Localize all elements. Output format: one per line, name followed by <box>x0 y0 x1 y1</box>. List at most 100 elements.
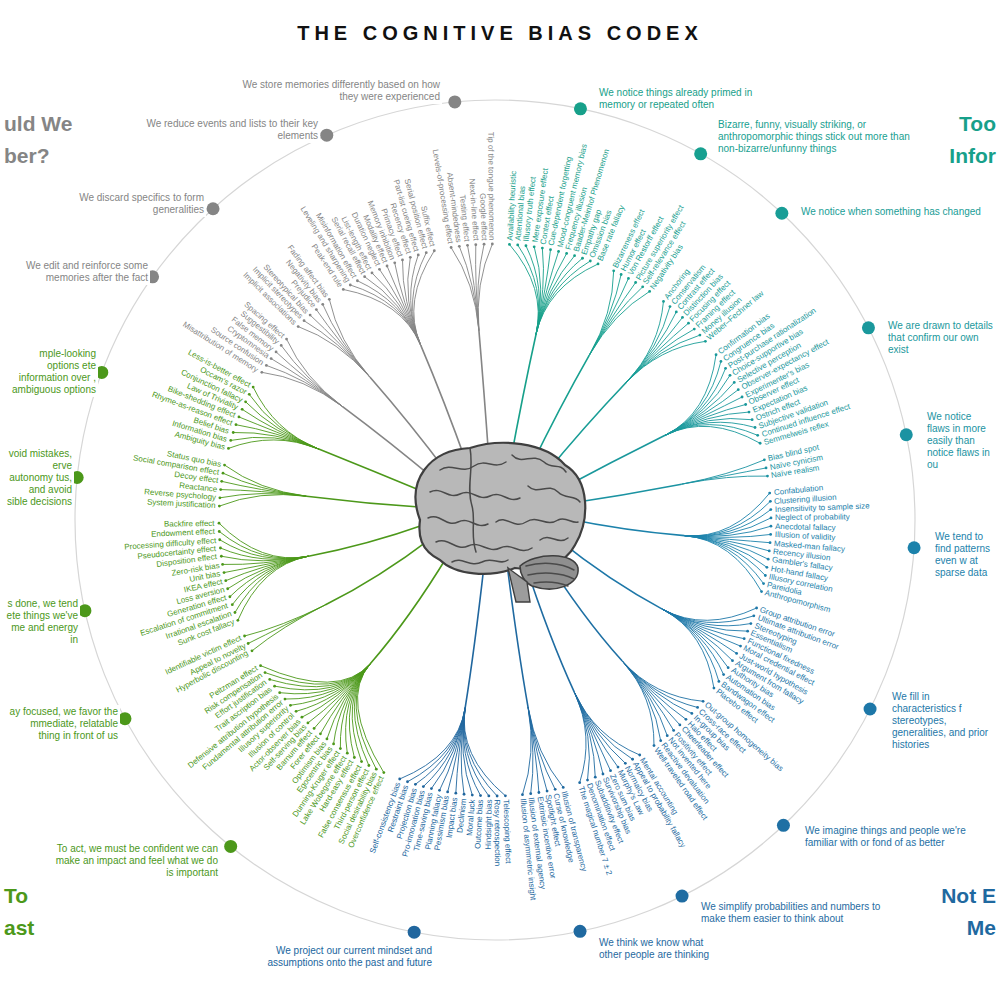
bias-dot <box>727 666 730 669</box>
bias-dot <box>393 261 396 264</box>
branch-line <box>622 661 673 730</box>
quadrant-heading: Too Infor <box>934 108 996 172</box>
bias-dot <box>248 393 251 396</box>
branch-line <box>665 390 738 436</box>
bias-dot <box>748 411 751 414</box>
branch-line <box>684 536 767 568</box>
category-dot <box>862 321 875 334</box>
bias-dot <box>326 738 329 741</box>
branch-line <box>226 556 309 580</box>
bias-dot <box>273 685 276 688</box>
category-box: We tend to find patterns even w at spars… <box>933 530 997 580</box>
bias-dot <box>332 742 335 745</box>
branch-line <box>249 394 318 449</box>
branch-trunk <box>370 553 449 663</box>
category-box: We project our current mindset and assum… <box>248 944 434 970</box>
branch-line <box>622 661 667 736</box>
bias-dot <box>227 447 230 450</box>
bias-dot <box>321 303 324 306</box>
branch-line <box>225 465 307 496</box>
branch-line <box>509 244 538 334</box>
bias-dot <box>234 611 237 614</box>
category-text: To act, we must be confident we can make… <box>50 843 218 879</box>
category-text: We imagine things and people we're famil… <box>805 825 973 849</box>
category-dot <box>775 207 788 220</box>
category-text: We fill in characteristics f stereotypes… <box>892 691 995 751</box>
bias-dot <box>319 732 322 735</box>
bias-label: Telescoping effect <box>501 800 512 864</box>
bias-dot <box>243 635 246 638</box>
category-box: We discard specifics to form generalitie… <box>58 191 206 217</box>
bias-dot <box>594 776 597 779</box>
bias-dot <box>752 614 755 617</box>
branch-line <box>536 258 582 334</box>
bias-dot <box>285 338 288 341</box>
branch-line <box>236 425 319 449</box>
branch-line <box>423 708 465 787</box>
branch-line <box>684 536 761 592</box>
bias-dot <box>690 712 693 715</box>
bias-dot <box>375 768 378 771</box>
bias-dot <box>454 792 457 795</box>
category-text: s done, we tend ete things we've me and … <box>6 598 78 646</box>
category-box: We notice flaws in more easily than noti… <box>925 410 997 472</box>
category-text: We notice flaws in more easily than noti… <box>927 411 995 471</box>
branch-line <box>622 661 660 741</box>
bias-dot <box>557 250 560 253</box>
category-box: To act, we must be confident we can make… <box>48 842 220 880</box>
branch-line <box>626 307 670 383</box>
category-box: We reduce events and lists to their key … <box>138 117 320 143</box>
bias-dot <box>578 781 581 784</box>
bias-dot <box>768 492 771 495</box>
bias-dot <box>737 388 740 391</box>
bias-dot <box>218 538 221 541</box>
branch-line <box>684 518 771 536</box>
bias-dot <box>521 793 524 796</box>
branch-line <box>266 365 342 406</box>
bias-dot <box>693 328 696 331</box>
category-box: s done, we tend ete things we've me and … <box>4 597 80 647</box>
bias-dot <box>367 764 370 767</box>
category-box: We notice when something has changed <box>799 205 997 219</box>
bias-dot <box>589 260 592 263</box>
bias-dot <box>252 386 255 389</box>
bias-dot <box>450 246 453 249</box>
bias-dot <box>313 727 316 730</box>
bias-dot <box>769 500 772 503</box>
bias-dot <box>218 530 221 533</box>
bias-dot <box>516 244 519 247</box>
bias-dot <box>687 322 690 325</box>
branch-line <box>622 661 692 713</box>
bias-dot <box>508 243 511 246</box>
bias-dot <box>770 525 773 528</box>
branch-line <box>626 312 676 383</box>
bias-dot <box>573 254 576 257</box>
bias-dot <box>353 756 356 759</box>
branch-line <box>518 245 539 335</box>
bias-dot <box>259 664 262 667</box>
bias-dot <box>766 475 769 478</box>
category-dot <box>574 925 587 938</box>
bias-dot <box>720 360 723 363</box>
branch-line <box>536 264 598 335</box>
branch-line <box>589 287 642 355</box>
quadrant-heading: Not E Me <box>934 880 996 944</box>
bias-dot <box>562 786 565 789</box>
bias-dot <box>612 269 615 272</box>
category-box: We are drawn to details that confirm our… <box>886 319 997 357</box>
bias-label: Tip of the tongue phenomenon <box>486 131 496 240</box>
bias-dot <box>218 522 221 525</box>
bias-dot <box>218 505 221 508</box>
bias-dot <box>223 571 226 574</box>
bias-dot <box>244 400 247 403</box>
bias-dot <box>653 744 656 747</box>
bias-dot <box>220 480 223 483</box>
category-text: Bizarre, funny, visually striking, or an… <box>718 119 914 155</box>
category-dot <box>574 102 587 115</box>
bias-dot <box>483 243 486 246</box>
branch-line <box>626 301 663 382</box>
bias-dot <box>346 752 349 755</box>
title-text: THE COGNITIVE BIAS CODEX <box>0 22 1000 45</box>
branch-trunk <box>308 524 426 556</box>
category-dot <box>694 147 707 160</box>
